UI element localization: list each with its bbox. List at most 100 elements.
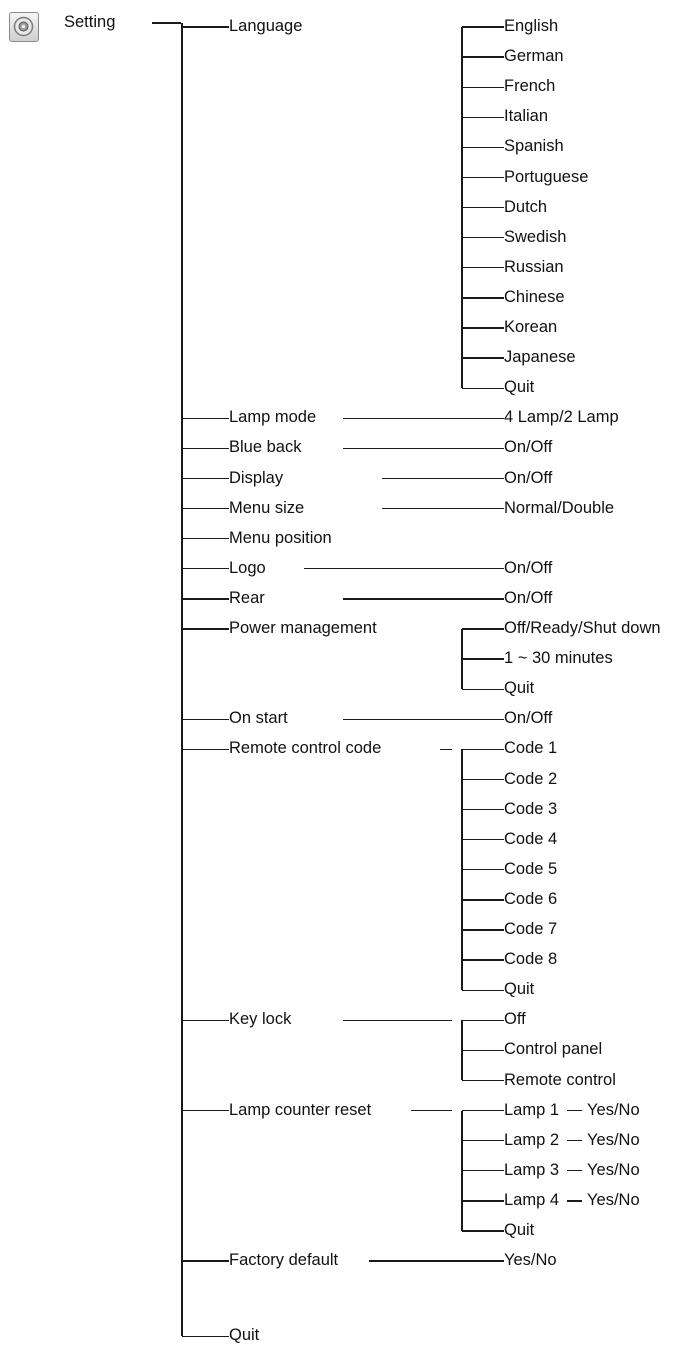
- menu-item-language-option-chinese: Chinese: [504, 287, 565, 306]
- menu-item-remote-control-code-option-connector: [462, 808, 504, 811]
- menu-item-language-option-spanish: Spanish: [504, 137, 564, 156]
- menu-item-power-management-option-connector: [462, 658, 504, 660]
- menu-item-remote-control-code-connector: [182, 748, 229, 751]
- menu-item-language-option-connector: [462, 116, 504, 118]
- menu-item-language-branch-vertical: [461, 27, 463, 389]
- menu-item-lamp-counter-reset-option-lamp-3-value: Yes/No: [587, 1160, 640, 1179]
- menu-item-power-management-option-connector: [462, 628, 504, 630]
- menu-item-menu-size-connector: [182, 507, 229, 510]
- menu-item-key-lock-option-remote-control: Remote control: [504, 1070, 616, 1089]
- menu-item-remote-control-code-option-connector: [462, 839, 504, 841]
- root-connector-line: [152, 22, 181, 24]
- menu-item-blue-back-option-on-off: On/Off: [504, 438, 553, 457]
- menu-title: Setting: [64, 13, 116, 31]
- menu-item-power-management-branch-vertical: [461, 629, 463, 690]
- menu-item-remote-control-code-option-connector: [462, 929, 504, 931]
- menu-item-language-option-portuguese: Portuguese: [504, 167, 589, 186]
- menu-item-remote-control-code-option-connector: [462, 748, 504, 751]
- settings-gear-icon: [9, 12, 39, 42]
- menu-item-language-option-swedish: Swedish: [504, 227, 567, 246]
- menu-item-lamp-counter-reset-option-connector: [462, 1230, 504, 1232]
- menu-item-lamp-counter-reset-option-connector: [462, 1170, 504, 1172]
- menu-item-on-start-option-connector: [462, 718, 504, 720]
- menu-item-language-option-dutch: Dutch: [504, 197, 548, 216]
- menu-item-language-option-connector: [462, 387, 504, 389]
- menu-item-language-option-connector: [462, 176, 504, 179]
- menu-item-on-start-branch-line: [343, 718, 470, 720]
- menu-item-lamp-mode: Lamp mode: [229, 408, 317, 427]
- menu-item-key-lock-option-connector: [462, 1079, 504, 1082]
- menu-item-lamp-mode-branch-line: [343, 417, 470, 419]
- menu-item-remote-control-code-option-quit: Quit: [504, 980, 535, 999]
- menu-item-key-lock-option-control-panel: Control panel: [504, 1040, 603, 1059]
- menu-item-power-management: Power management: [229, 619, 377, 637]
- menu-item-display-branch-line: [382, 477, 500, 480]
- menu-item-remote-control-code-option-code-6: Code 6: [504, 889, 558, 908]
- menu-item-power-management-option-connector: [462, 688, 504, 690]
- trunk-line: [181, 23, 183, 1337]
- menu-item-lamp-mode-connector: [182, 417, 229, 419]
- menu-item-rear-option-on-off: On/Off: [504, 588, 553, 607]
- menu-item-display-option-connector: [462, 477, 504, 480]
- menu-item-lamp-counter-reset-option-lamp-1-value: Yes/No: [587, 1100, 640, 1119]
- menu-item-lamp-counter-reset-option-quit: Quit: [504, 1221, 535, 1239]
- menu-item-factory-default: Factory default: [229, 1251, 339, 1270]
- menu-item-language-option-quit: Quit: [504, 378, 535, 397]
- menu-item-rear: Rear: [229, 588, 265, 607]
- menu-item-menu-size: Menu size: [229, 498, 305, 517]
- menu-item-display-connector: [182, 477, 229, 480]
- menu-item-remote-control-code-option-code-7: Code 7: [504, 920, 558, 938]
- menu-item-language-connector: [182, 26, 229, 28]
- menu-item-language: Language: [229, 17, 303, 35]
- menu-item-logo-connector: [182, 568, 229, 570]
- menu-item-lamp-counter-reset-option-lamp-4: Lamp 4: [504, 1190, 560, 1209]
- menu-item-power-management-option-1-30-minutes: 1 ~ 30 minutes: [504, 649, 613, 668]
- menu-item-language-option-german: German: [504, 47, 564, 66]
- menu-item-language-option-italian: Italian: [504, 107, 549, 126]
- menu-item-menu-size-option-connector: [462, 507, 504, 510]
- menu-item-lamp-counter-reset-option-connector: [462, 1140, 504, 1142]
- menu-item-remote-control-code-option-connector: [462, 869, 504, 871]
- menu-item-key-lock-connector: [182, 1019, 229, 1021]
- menu-item-blue-back-option-connector: [462, 447, 504, 450]
- menu-item-on-start: On start: [229, 709, 288, 728]
- menu-item-lamp-counter-reset-branch-vertical: [461, 1110, 463, 1231]
- menu-item-language-option-connector: [462, 206, 504, 209]
- menu-item-lamp-counter-reset-option-connector: [462, 1200, 504, 1202]
- menu-item-logo: Logo: [229, 558, 266, 577]
- menu-item-blue-back-connector: [182, 447, 229, 450]
- menu-item-display: Display: [229, 468, 284, 487]
- menu-item-lamp-counter-reset-option-lamp-4-value: Yes/No: [587, 1190, 640, 1209]
- menu-item-menu-position-connector: [182, 538, 229, 540]
- menu-item-lamp-counter-reset-option-connector: [462, 1109, 504, 1112]
- menu-item-logo-branch-line: [304, 568, 470, 570]
- menu-item-lamp-counter-reset-option-lamp-4-value-connector: [567, 1200, 583, 1202]
- menu-item-language-option-connector: [462, 86, 504, 88]
- menu-item-logo-option-on-off: On/Off: [504, 558, 553, 577]
- menu-item-language-option-connector: [462, 146, 504, 149]
- menu-item-menu-size-branch-line: [382, 507, 500, 510]
- menu-item-language-option-korean: Korean: [504, 318, 558, 336]
- menu-item-on-start-option-on-off: On/Off: [504, 709, 553, 728]
- menu-item-remote-control-code-option-code-1: Code 1: [504, 739, 558, 758]
- menu-item-language-option-japanese: Japanese: [504, 348, 576, 367]
- menu-item-power-management-option-quit: Quit: [504, 679, 535, 698]
- menu-item-key-lock-option-off: Off: [504, 1010, 526, 1029]
- menu-item-lamp-counter-reset-option-lamp-2-value-connector: [567, 1140, 583, 1142]
- menu-item-menu-size-option-normal-double: Normal/Double: [504, 498, 615, 517]
- menu-item-lamp-counter-reset-option-lamp-3: Lamp 3: [504, 1160, 560, 1179]
- menu-item-menu-position: Menu position: [229, 528, 332, 547]
- menu-item-factory-default-option-connector: [462, 1260, 504, 1262]
- menu-item-logo-option-connector: [462, 568, 504, 570]
- menu-item-lamp-counter-reset-branch-line: [411, 1109, 452, 1112]
- menu-item-language-option-connector: [462, 56, 504, 58]
- menu-item-lamp-mode-option-4-lamp-2-lamp: 4 Lamp/2 Lamp: [504, 408, 619, 427]
- menu-item-key-lock-option-connector: [462, 1019, 504, 1021]
- menu-item-rear-branch-line: [343, 598, 470, 600]
- menu-item-lamp-counter-reset: Lamp counter reset: [229, 1100, 372, 1119]
- menu-item-lamp-counter-reset-option-lamp-3-value-connector: [567, 1170, 583, 1172]
- menu-item-remote-control-code-option-code-4: Code 4: [504, 829, 558, 848]
- menu-item-key-lock-branch-line: [343, 1019, 452, 1021]
- menu-item-lamp-counter-reset-option-lamp-1: Lamp 1: [504, 1100, 560, 1119]
